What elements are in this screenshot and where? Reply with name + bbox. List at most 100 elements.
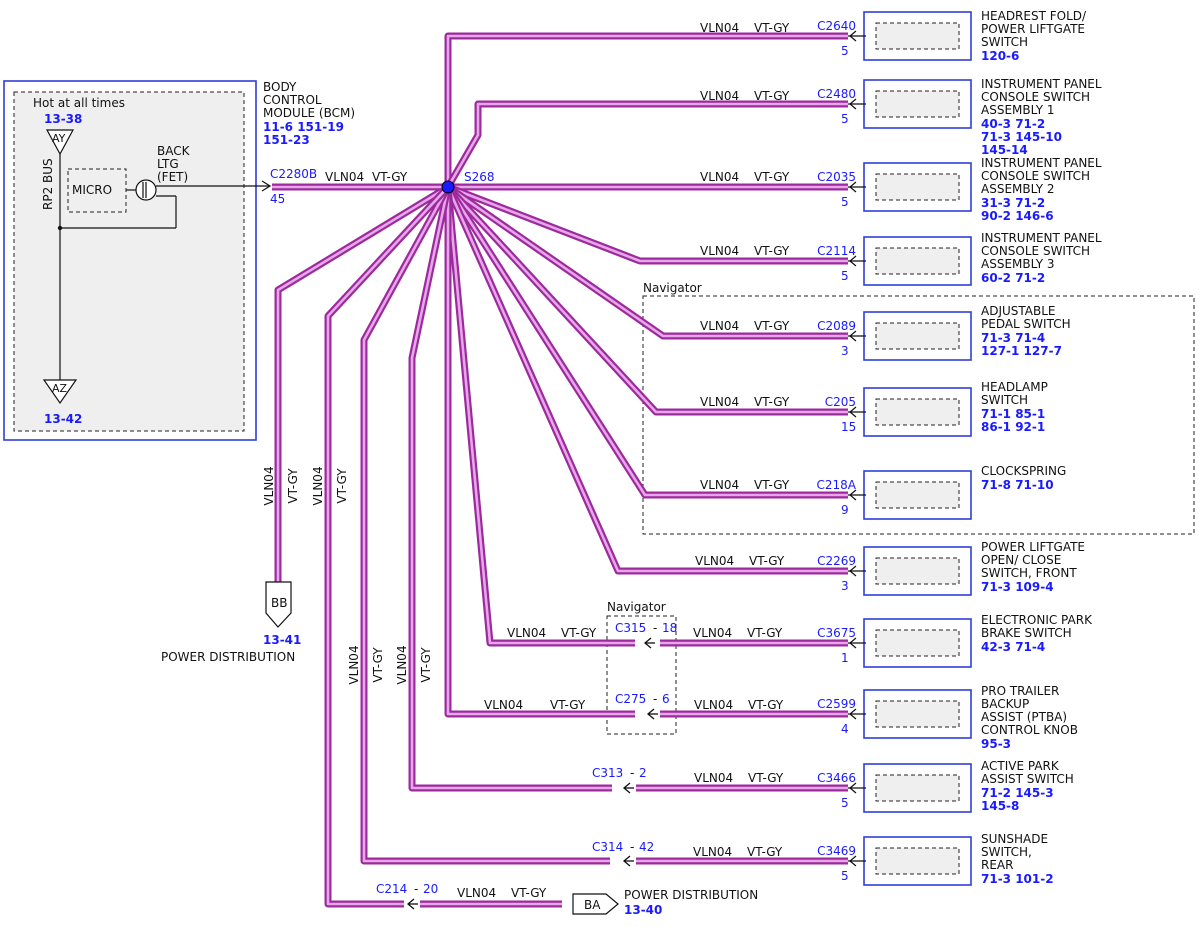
splice-s268[interactable] bbox=[441, 180, 455, 194]
wire-core bbox=[276, 185, 449, 583]
wire-circuit-label: VLN04 bbox=[700, 170, 739, 184]
svg-text:LTG: LTG bbox=[157, 157, 179, 171]
connector-label: C3466 bbox=[817, 771, 856, 785]
inline-connector-pin: 6 bbox=[662, 692, 670, 706]
pin-label: 5 bbox=[841, 44, 849, 58]
inline-connector-c214[interactable]: C214-20 bbox=[376, 882, 438, 910]
ay-label: AY bbox=[52, 132, 66, 145]
page-ref-link[interactable]: 71-8 71-10 bbox=[981, 478, 1054, 492]
component-name-line: INSTRUMENT PANEL bbox=[981, 231, 1102, 245]
inline-connector-name: C214 bbox=[376, 882, 407, 896]
bcm-ref-2[interactable]: 151-23 bbox=[263, 133, 310, 147]
component-name-line: PEDAL SWITCH bbox=[981, 317, 1071, 331]
wire-circuit-label: VLN04 bbox=[700, 21, 739, 35]
wire-core bbox=[446, 186, 635, 645]
az-marker bbox=[42, 379, 78, 405]
wire-color-label: VT-GY bbox=[748, 698, 784, 712]
splice-label: S268 bbox=[464, 170, 495, 184]
wire-color-label: VT-GY bbox=[754, 89, 790, 103]
hot-ref[interactable]: 13-38 bbox=[44, 112, 82, 126]
page-ref-link[interactable]: 71-3 109-4 bbox=[981, 580, 1054, 594]
bcm-ref-1[interactable]: 11-6 151-19 bbox=[263, 120, 344, 134]
page-ref-link[interactable]: 40-3 71-2 bbox=[981, 117, 1045, 131]
inline-connector-c313[interactable]: C313-2 bbox=[592, 766, 647, 794]
page-ref-link[interactable]: 95-3 bbox=[981, 737, 1011, 751]
wire-harness bbox=[272, 32, 848, 908]
component-name-line: PRO TRAILER bbox=[981, 684, 1059, 698]
page-ref-link[interactable]: 71-2 145-3 bbox=[981, 786, 1054, 800]
page-ref-link[interactable]: 71-1 85-1 bbox=[981, 407, 1045, 421]
page-ref-link[interactable]: 71-3 71-4 bbox=[981, 331, 1045, 345]
page-ref-link[interactable]: 145-14 bbox=[981, 143, 1028, 157]
page-ref-link[interactable]: 60-2 71-2 bbox=[981, 271, 1045, 285]
pin-label: 5 bbox=[841, 112, 849, 126]
ay-marker bbox=[45, 129, 75, 156]
offpage-bb-text: POWER DISTRIBUTION bbox=[161, 650, 295, 664]
offpage-bb-ref[interactable]: 13-41 bbox=[263, 633, 301, 647]
component-name-line: ASSEMBLY 1 bbox=[981, 103, 1054, 117]
offpage-ba-ref[interactable]: 13-40 bbox=[624, 903, 662, 917]
hot-at-all-times-label: Hot at all times bbox=[33, 96, 125, 110]
page-ref-link[interactable]: 90-2 146-6 bbox=[981, 209, 1054, 223]
page-ref-link[interactable]: 127-1 127-7 bbox=[981, 344, 1062, 358]
svg-text:(FET): (FET) bbox=[157, 170, 188, 184]
wire-core bbox=[446, 186, 848, 573]
page-ref-link[interactable]: 31-3 71-2 bbox=[981, 196, 1045, 210]
page-ref-link[interactable]: 145-8 bbox=[981, 799, 1019, 813]
inline-connector-c315[interactable]: C315-18 bbox=[615, 621, 677, 649]
wire-core bbox=[447, 185, 848, 338]
offpage-ba-label: BA bbox=[584, 898, 601, 912]
inline-connector-dash: - bbox=[630, 766, 634, 780]
page-ref-link[interactable]: 86-1 92-1 bbox=[981, 420, 1045, 434]
wire-color-label: VT-GY bbox=[754, 21, 790, 35]
component-name-line: ASSEMBLY 3 bbox=[981, 257, 1054, 271]
wire-core bbox=[446, 187, 635, 716]
connector-label: C218A bbox=[817, 478, 857, 492]
wire-core bbox=[446, 34, 848, 187]
wire-core bbox=[410, 186, 612, 790]
az-ref[interactable]: 13-42 bbox=[44, 412, 82, 426]
wire-segment bbox=[360, 185, 610, 865]
inline-connector-pin: 18 bbox=[662, 621, 677, 635]
wire-color-label: VT-GY bbox=[754, 395, 790, 409]
page-ref-link[interactable]: 71-3 101-2 bbox=[981, 872, 1054, 886]
component-name-line: HEADREST FOLD/ bbox=[981, 9, 1087, 23]
page-ref-link[interactable]: 120-6 bbox=[981, 49, 1019, 63]
fet-label-3: (FET) bbox=[157, 170, 188, 184]
component-name-line: HEADLAMP bbox=[981, 380, 1048, 394]
fet-label-1: BACK bbox=[157, 144, 191, 158]
inline-connector-name: C314 bbox=[592, 840, 623, 854]
component-name-line: ELECTRONIC PARK bbox=[981, 613, 1093, 627]
component-name-line: BACKUP bbox=[981, 697, 1029, 711]
wire-segment bbox=[445, 184, 848, 416]
component-name-line: POWER LIFTGATE bbox=[981, 22, 1085, 36]
component-name-line: INSTRUMENT PANEL bbox=[981, 77, 1102, 91]
offpage-bb[interactable]: BB 13-41 POWER DISTRIBUTION bbox=[161, 581, 301, 664]
connector-label: C2269 bbox=[817, 554, 856, 568]
page-ref-link[interactable]: 71-3 145-10 bbox=[981, 130, 1062, 144]
pin-label: 15 bbox=[841, 420, 856, 434]
navigator-inline-label: Navigator bbox=[607, 600, 666, 614]
inline-connector-dash: - bbox=[653, 692, 657, 706]
component-name-line: SWITCH bbox=[981, 35, 1028, 49]
wire-color-label: VT-GY bbox=[754, 478, 790, 492]
inline-connector-c314[interactable]: C314-42 bbox=[592, 840, 654, 867]
page-ref-link[interactable]: 42-3 71-4 bbox=[981, 640, 1045, 654]
component-name-line: ASSEMBLY 2 bbox=[981, 182, 1054, 196]
inline-connector-c275[interactable]: C275-6 bbox=[615, 692, 670, 720]
wire-circuit-label: VLN04 bbox=[693, 626, 732, 640]
offpage-ba[interactable]: BA POWER DISTRIBUTION 13-40 bbox=[572, 888, 758, 917]
